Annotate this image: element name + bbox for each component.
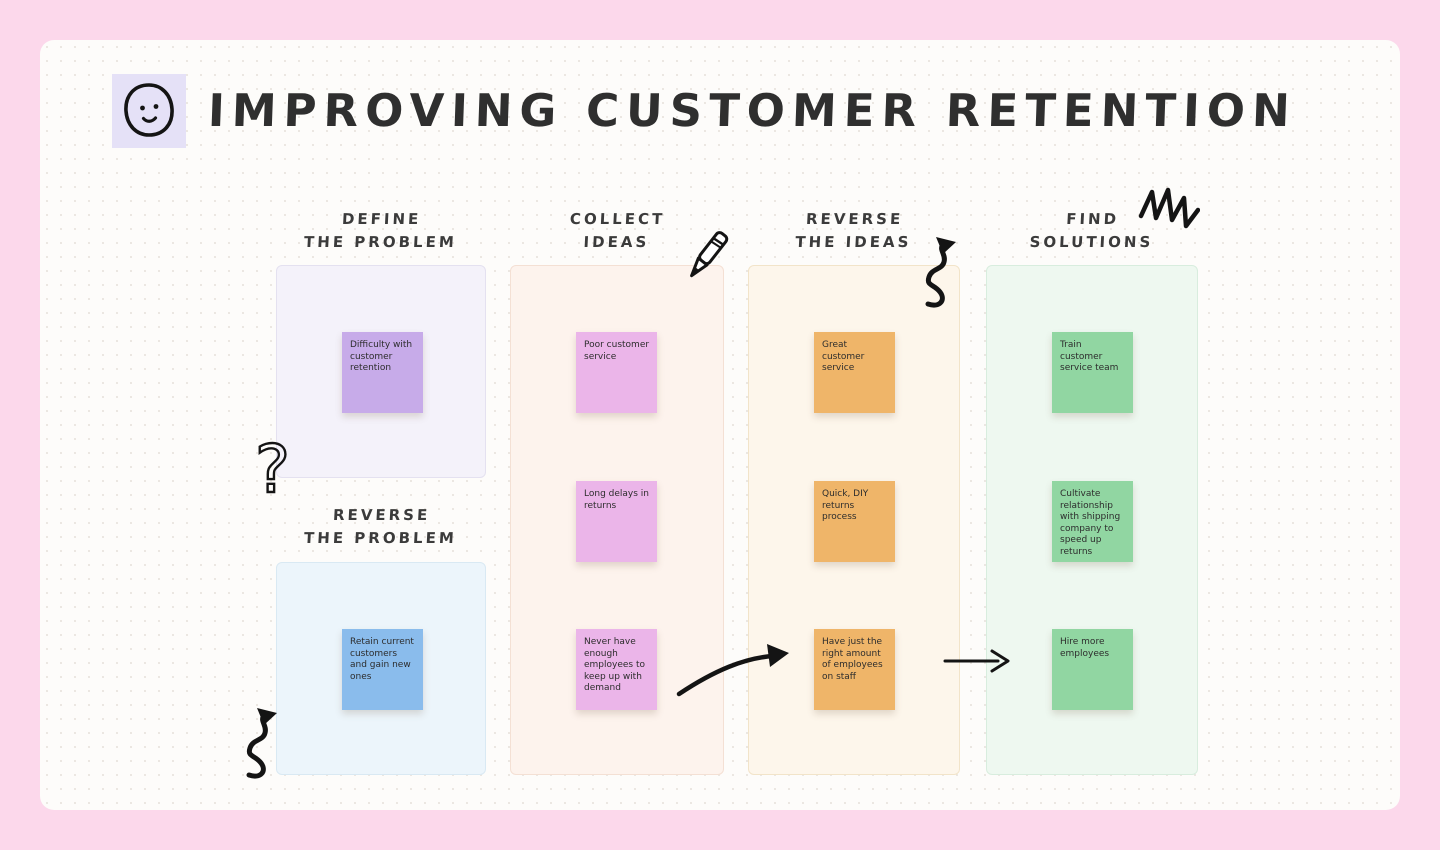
sticky-note[interactable]: Retain current customers and gain new on… — [342, 629, 423, 710]
zigzag-scribble-icon — [1138, 186, 1201, 242]
sticky-note[interactable]: Difficulty with customer retention — [342, 332, 423, 413]
sticky-note[interactable]: Long delays in returns — [576, 481, 657, 562]
squiggle-arrow-icon — [243, 703, 293, 785]
pencil-icon — [684, 226, 730, 290]
sticky-note[interactable]: Never have enough employees to keep up w… — [576, 629, 657, 710]
sticky-note[interactable]: Hire more employees — [1052, 629, 1133, 710]
svg-text:?: ? — [255, 432, 290, 508]
panel-reverse-the-ideas[interactable]: Great customer service Quick, DIY return… — [748, 265, 960, 775]
straight-arrow-icon — [942, 647, 1014, 679]
panel-collect-ideas[interactable]: Poor customer service Long delays in ret… — [510, 265, 724, 775]
header-reverse-the-problem: REVERSE THE PROBLEM — [303, 506, 458, 547]
sticky-note[interactable]: Quick, DIY returns process — [814, 481, 895, 562]
question-mark-icon: ? — [252, 430, 294, 514]
panel-reverse-the-problem[interactable]: Retain current customers and gain new on… — [276, 562, 486, 775]
squiggle-arrow-icon — [922, 232, 972, 314]
page-title: IMPROVING CUSTOMER RETENTION — [207, 84, 1298, 137]
sticky-note[interactable]: Have just the right amount of employees … — [814, 629, 895, 710]
panel-define-the-problem[interactable]: Difficulty with customer retention — [276, 265, 486, 478]
curved-arrow-icon — [675, 640, 795, 704]
sticky-note[interactable]: Cultivate relationship with shipping com… — [1052, 481, 1133, 562]
whiteboard-canvas[interactable]: IMPROVING CUSTOMER RETENTION DEFINE THE … — [40, 40, 1400, 810]
header-define-the-problem: DEFINE THE PROBLEM — [303, 210, 458, 251]
smiley-face-icon — [112, 74, 186, 148]
panel-find-solutions[interactable]: Train customer service team Cultivate re… — [986, 265, 1198, 775]
sticky-note[interactable]: Train customer service team — [1052, 332, 1133, 413]
sticky-note[interactable]: Poor customer service — [576, 332, 657, 413]
sticky-note[interactable]: Great customer service — [814, 332, 895, 413]
